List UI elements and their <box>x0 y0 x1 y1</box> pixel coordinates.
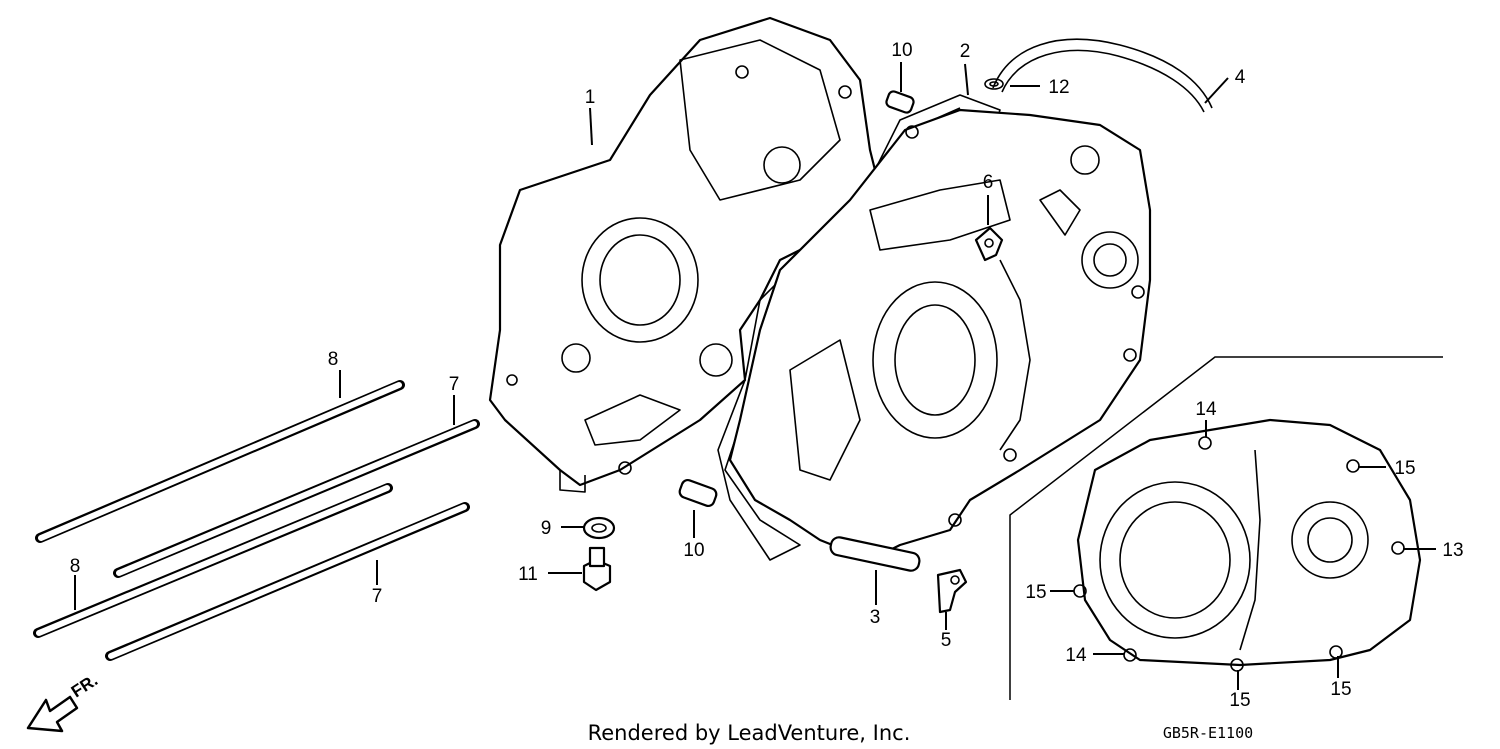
pipe-part[interactable] <box>829 536 921 572</box>
stud-bolt-7-lower[interactable] <box>105 502 470 661</box>
dowel-pin-bottom-part[interactable] <box>678 478 718 508</box>
callout-8-lower: 8 <box>70 556 81 577</box>
stud-bolt-8-upper[interactable] <box>35 380 405 543</box>
callout-15-left: 15 <box>1025 582 1046 603</box>
inset-divider <box>1009 356 1443 700</box>
stud-bolt-8-lower[interactable] <box>33 483 393 638</box>
callout-14-bottom: 14 <box>1065 645 1087 666</box>
callout-5: 5 <box>941 630 952 651</box>
clamp-part-5[interactable] <box>936 568 968 614</box>
callout-12: 12 <box>1048 77 1069 98</box>
front-arrow-icon <box>26 695 79 733</box>
callout-8-upper: 8 <box>328 349 339 370</box>
front-direction-indicator: FR. <box>26 671 101 733</box>
callout-11: 11 <box>518 564 538 585</box>
callout-13: 13 <box>1442 540 1463 561</box>
callout-15-top-right: 15 <box>1394 458 1415 479</box>
clamp-part-6[interactable] <box>974 226 1004 262</box>
callout-9: 9 <box>541 518 552 539</box>
callout-4: 4 <box>1235 67 1246 88</box>
left-crankcase-part[interactable] <box>488 16 882 493</box>
tube-clip-part[interactable] <box>984 78 1004 90</box>
callout-3: 3 <box>870 607 881 628</box>
callout-2: 2 <box>960 41 971 62</box>
breather-tube-part[interactable] <box>992 38 1213 113</box>
diagram-code: GB5R-E1100 <box>1163 724 1253 742</box>
render-credit: Rendered by LeadVenture, Inc. <box>588 721 911 745</box>
callout-7-lower: 7 <box>372 586 383 607</box>
right-crankcase-part[interactable] <box>728 108 1152 562</box>
washer-part[interactable] <box>582 516 616 540</box>
dowel-pin-top-part[interactable] <box>885 90 915 114</box>
callout-7-upper: 7 <box>449 374 460 395</box>
stud-bolt-7-upper[interactable] <box>113 419 480 578</box>
callout-10-top: 10 <box>891 40 912 61</box>
callout-15-bottom-middle: 15 <box>1229 690 1250 711</box>
callout-1: 1 <box>585 87 596 108</box>
callout-10-bottom: 10 <box>683 540 704 561</box>
leader-lines <box>74 62 1436 690</box>
callout-15-bottom-right: 15 <box>1330 679 1351 700</box>
right-side-cover-part[interactable] <box>1073 418 1422 672</box>
callout-6: 6 <box>983 172 994 193</box>
drain-bolt-part[interactable] <box>582 546 612 592</box>
front-direction-label: FR. <box>68 671 101 702</box>
callout-14-top: 14 <box>1195 399 1217 420</box>
